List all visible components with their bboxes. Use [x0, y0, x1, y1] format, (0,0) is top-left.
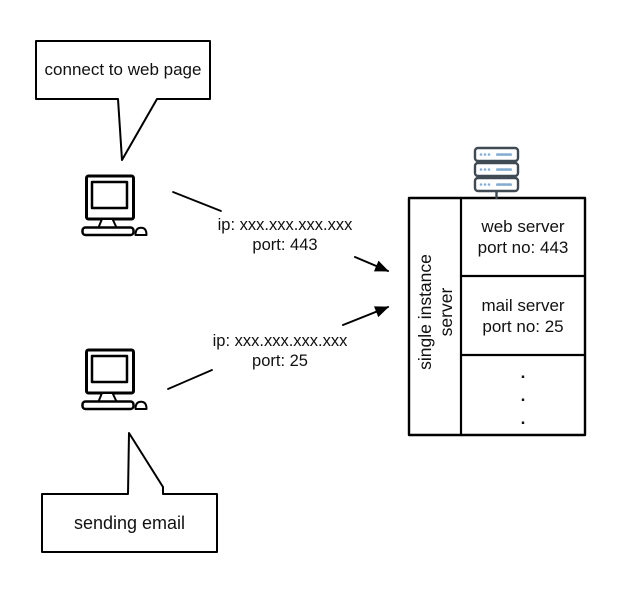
server-side-label-line1: single instance [415, 254, 435, 370]
mouse-icon [134, 226, 148, 236]
web-speech-bubble [35, 40, 211, 161]
email-speech-bubble [41, 432, 218, 553]
email-bubble-label: sending email [73, 512, 186, 533]
server-cell-ellipsis: . . . [461, 357, 585, 433]
server-cell-web: web server port no: 443 [461, 198, 585, 276]
email-client-pointer-line [167, 369, 213, 390]
web-bubble-label: connect to web page [44, 60, 202, 79]
ellipsis-dot: . [520, 362, 526, 382]
email-ip-label: ip: xxx.xxx.xxx.xxx [212, 332, 348, 350]
keyboard-icon [81, 226, 135, 237]
web-connection-label: ip: xxx.xxx.xxx.xxx port: 443 [200, 215, 370, 255]
email-port-label: port: 25 [252, 352, 308, 370]
ellipsis-dot: . [520, 408, 526, 428]
server-side-label-line2: server [436, 287, 456, 337]
email-connection-label: ip: xxx.xxx.xxx.xxx port: 25 [195, 331, 365, 371]
web-client-computer-icon [81, 174, 148, 237]
server-cell-mail: mail server port no: 25 [461, 276, 585, 355]
web-client-pointer-line [172, 191, 222, 212]
email-connection-arrow [342, 306, 390, 326]
mouse-icon [134, 400, 148, 410]
web-server-port: port no: 443 [477, 238, 569, 257]
ellipsis-dot: . [520, 385, 526, 405]
keyboard-icon [81, 400, 135, 411]
web-server-name: web server [481, 217, 565, 236]
mail-server-port: port no: 25 [482, 316, 564, 336]
monitor-screen-icon [90, 180, 129, 210]
server-side-label: single instance server [414, 192, 458, 432]
web-port-label: port: 443 [252, 236, 318, 254]
mail-server-name: mail server [481, 295, 565, 315]
monitor-stand-icon [97, 392, 118, 403]
email-client-computer-icon [81, 348, 148, 411]
web-connection-arrow [354, 256, 390, 272]
monitor-stand-icon [97, 218, 118, 229]
monitor-screen-icon [90, 354, 129, 384]
server-rack-accents [479, 153, 512, 186]
web-ip-label: ip: xxx.xxx.xxx.xxx [217, 216, 353, 234]
server-box [407, 196, 587, 437]
